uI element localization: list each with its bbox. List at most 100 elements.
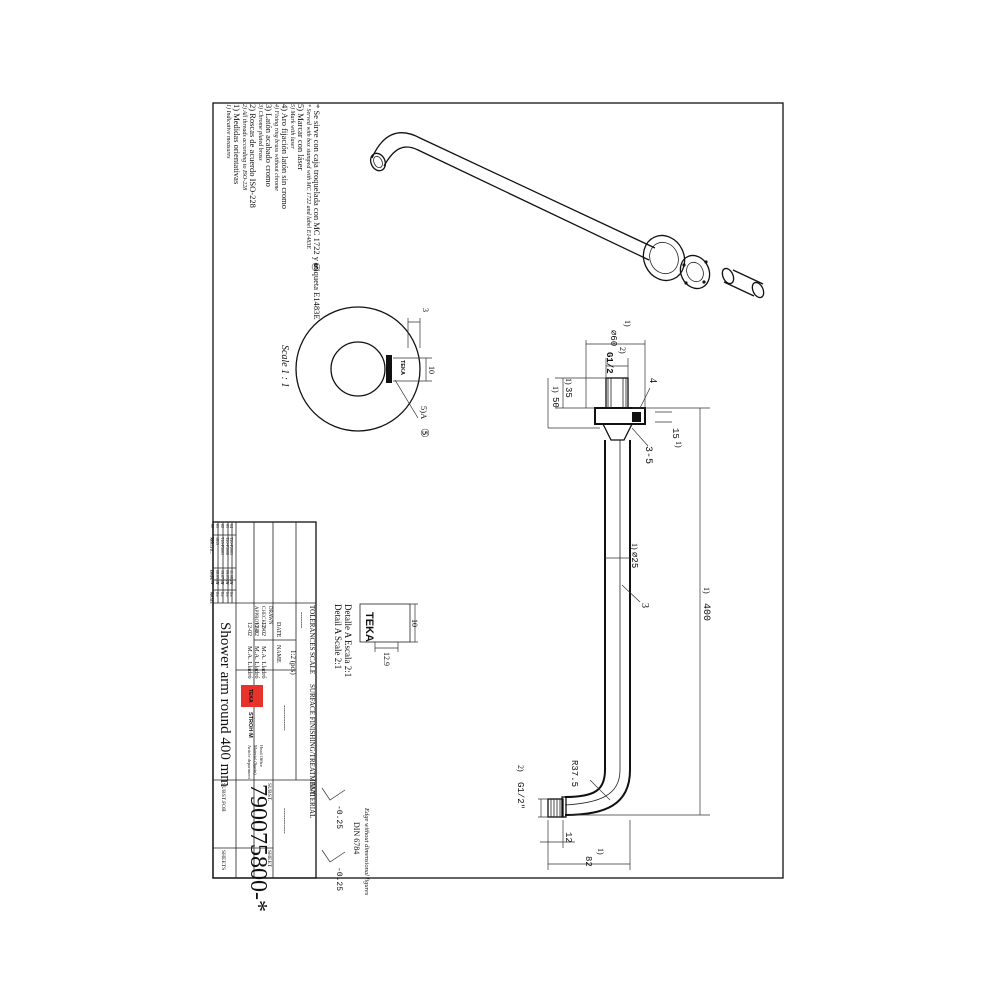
revision-cell: 03: [225, 524, 230, 528]
detail-a-logo: TEKA 10 12.9 Detalle A Escala 2:1 Detail…: [333, 603, 419, 677]
note-line: 2) All threads according to ISO-228: [241, 104, 248, 190]
drawn-name: M.A. Lladró: [260, 646, 267, 679]
detail-a-en: Detail A Scale 2:1: [333, 604, 343, 669]
checked-name: M.A. Lladró: [253, 646, 260, 679]
checked-date: 12-02: [253, 622, 259, 636]
revision-cell: V: [210, 582, 215, 585]
edge-tol-a: -0.25: [334, 805, 343, 829]
surface-label: SURFACE FINISHING/TREATMENT: [308, 684, 316, 796]
title-block: 04T20-P200111.08.20VJor03T20-P500609.03.…: [209, 521, 317, 912]
stroem-logo-text: STROH·M: [247, 712, 253, 738]
note-line: 3) Latón acabado cromo: [264, 104, 274, 187]
revision-cell: Jor: [225, 592, 230, 598]
dept-line-3: Article department: [247, 745, 252, 780]
surface-value: -----------: [281, 705, 289, 731]
date-col-label: DATE: [275, 622, 281, 638]
revision-cell: V: [215, 582, 220, 585]
arm-side-view: [547, 377, 646, 818]
revision-cell: T20-P5006: [225, 537, 230, 555]
approved-name: M.A. Lladró: [246, 646, 253, 679]
revision-cell: T08: [210, 537, 215, 543]
dim-thread-top: G1/2: [604, 352, 614, 374]
detail-a-es: Detalle A Escala 2:1: [343, 604, 353, 677]
revision-cell: 04: [229, 524, 234, 528]
flange-logo-text: TEKA: [399, 360, 405, 375]
approved-label: APPROVED: [253, 606, 258, 633]
revision-cell: V: [220, 582, 225, 585]
scale-label: SCALE: [308, 652, 316, 674]
dim-h35-note: 1): [564, 378, 573, 385]
part-number: 790075800-*: [245, 784, 271, 912]
subst-label: SUBST.: [266, 783, 272, 802]
flange-detail-view: TEKA 3 10 5)A ⑤ Scale 1 : 1: [279, 306, 436, 438]
name-col-label: NAME: [275, 645, 281, 663]
note-line: 2) Roscas de acuerdo ISO-228: [248, 104, 258, 208]
laser-mark-icon: ⑤: [311, 262, 321, 274]
note-line: 5) Mark with laser: [289, 104, 296, 149]
revision-cell: 09.03.20: [225, 570, 230, 584]
detail-a-brand: TEKA: [363, 612, 375, 642]
dim-h50: 50: [550, 397, 560, 408]
drawing-border: [212, 102, 784, 879]
dept-line-2: Material (Spain): [253, 745, 258, 775]
dim-d60: ⌀60: [608, 330, 618, 346]
teka-logo-text: TEKA: [247, 689, 253, 703]
sheet-label: SHEET: [266, 850, 272, 868]
dim-h35: 35: [563, 387, 573, 398]
revision-cell: 11.08.20: [229, 570, 234, 584]
edge-note-2: DIN 6784: [352, 822, 361, 854]
revision-cell: DATE: [209, 570, 214, 581]
dept-line-1: Head Office: [259, 745, 264, 767]
note-line: 5) Marcar con láser: [296, 104, 306, 170]
dim-400-note: 1): [702, 587, 711, 594]
note-line: 4) Aro fijación latón sin cromo: [280, 104, 290, 209]
revisions-table: 04T20-P200111.08.20VJor03T20-P500609.03.…: [209, 522, 236, 604]
substs-for-label: SUBST.FOR: [220, 783, 226, 812]
dim-logo-10: 10: [427, 366, 436, 374]
dim-15: 15: [670, 428, 680, 439]
revision-cell: 1815: [215, 537, 220, 545]
revision-cell: Jor: [215, 592, 220, 598]
dimension-lines: ⌀60 1) G1/2 2) 35 1) 50 1) 4 15 1) 3-5 ⌀…: [515, 320, 711, 870]
revision-cell: T18-P5001: [220, 537, 225, 555]
dim-top-3: 3: [421, 308, 430, 312]
dim-15-note: 1): [674, 441, 683, 448]
revision-cell: NOTIFIC.: [209, 537, 214, 554]
edge-symbols: -0.25 -0.25 Edge without dimensional fig…: [321, 787, 370, 896]
drawn-label: DRAWN: [267, 606, 272, 625]
revision-cell: 02: [220, 524, 225, 528]
revision-cell: Jor: [210, 592, 215, 598]
detail-a-w: 10: [410, 619, 419, 627]
detail-scale-label: Scale 1 : 1: [279, 345, 290, 388]
note-line: 3) Chrome plated brass: [257, 103, 264, 161]
checked-label: CHECKED: [260, 606, 265, 630]
revision-cell: 19.07.18: [220, 570, 225, 584]
note-line: 1) Medidas orientativas: [232, 104, 242, 184]
item-3-5: 3-5: [642, 446, 653, 464]
notes-block: * Se sirve con caja troquelada con MC 17…: [225, 103, 322, 320]
note-line: 4) Fixing ring brass without chrome: [273, 104, 280, 191]
revision-cell: V: [225, 582, 230, 585]
edge-note-1: Edge without dimensional figures: [363, 807, 370, 896]
isometric-view: [369, 132, 765, 299]
revision-cell: Jor: [220, 592, 225, 598]
revision-cell: V: [229, 582, 234, 585]
note-line: * Se sirve con caja troquelada con MC 17…: [312, 104, 322, 320]
material-label: MATERIAL: [308, 783, 316, 818]
dim-h50-note: 1): [551, 386, 560, 393]
material-value: -----------: [281, 808, 289, 834]
teka-logo: [241, 685, 263, 707]
laser-mark-icon-2: ⑤: [418, 428, 430, 438]
dim-400: 400: [700, 603, 711, 621]
dim-82: 82: [583, 856, 593, 867]
edge-tol-b: -0.25: [334, 867, 343, 891]
callout-5a: 5)A: [419, 406, 429, 420]
dim-d25-note: 1): [630, 543, 639, 550]
dim-radius: R37.5: [569, 760, 579, 787]
revision-cell: NAME: [209, 592, 214, 604]
sheets-label: SHEETS: [220, 850, 226, 870]
item-3: 3: [639, 603, 650, 608]
detail-a-h: 12.9: [382, 652, 391, 666]
note-line: * Served with box stamped with MC 1722 a…: [305, 104, 312, 249]
